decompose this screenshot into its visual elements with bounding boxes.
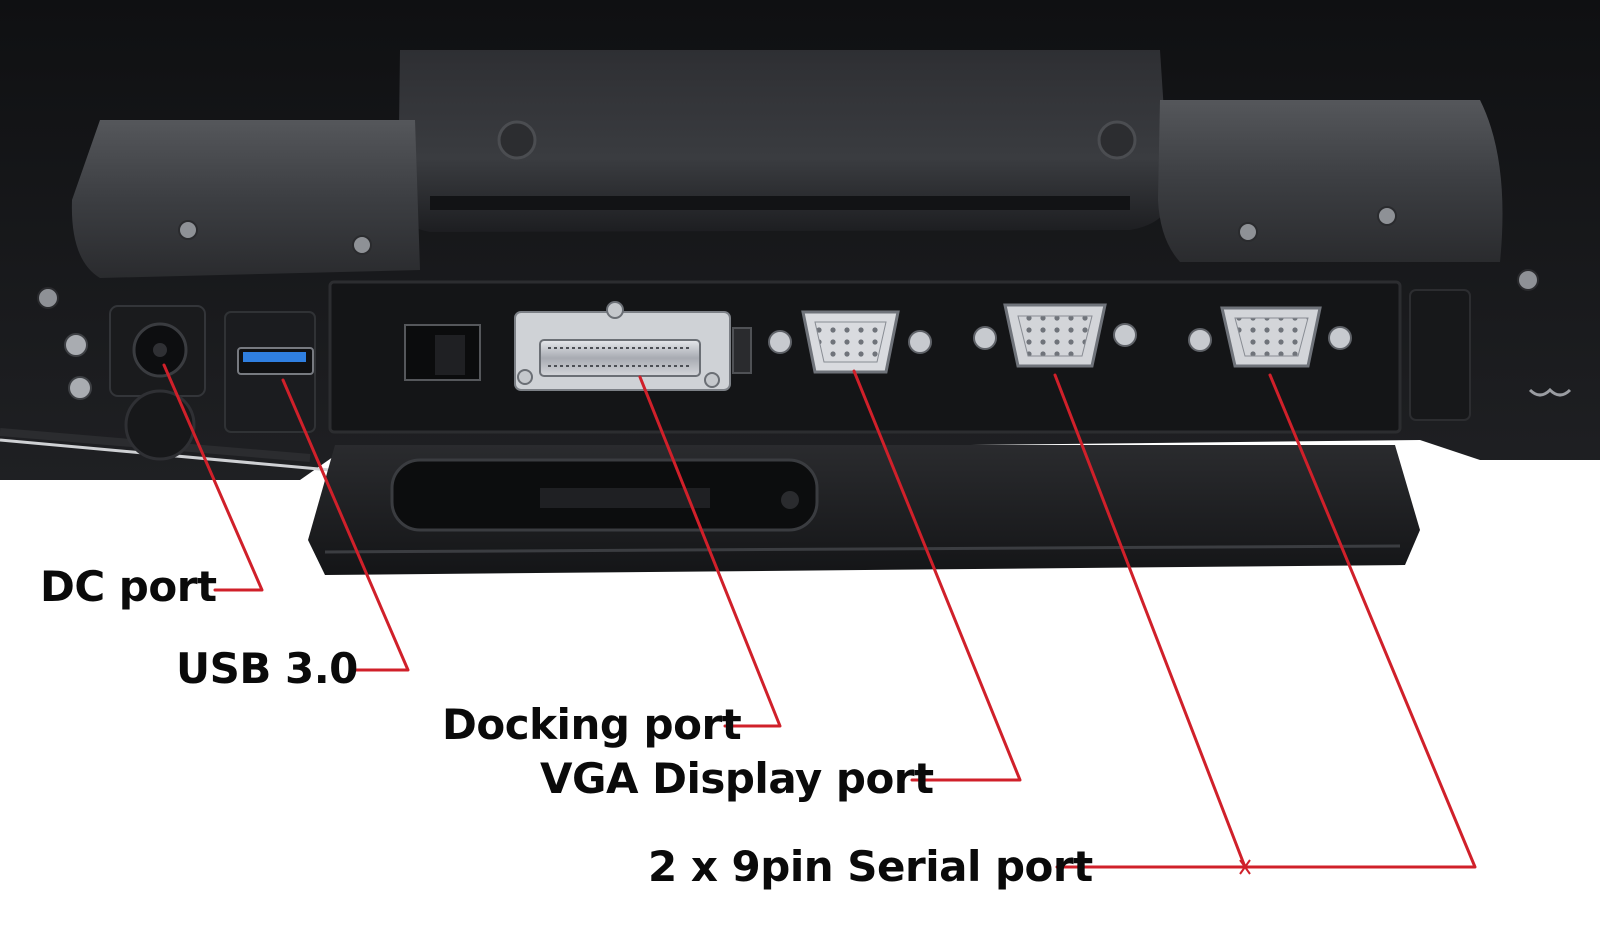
carry-handle [398, 50, 1170, 232]
hinge-screw-icon [37, 206, 1539, 309]
vga-connector-icon [768, 310, 932, 374]
serial-connector-icon [1188, 306, 1352, 368]
screw-icon [497, 120, 1137, 160]
docking-connector-icon [514, 301, 752, 391]
left-hinge [71, 120, 420, 278]
usb-port-label: USB 3.0 [176, 644, 358, 693]
vga-port-label: VGA Display port [540, 754, 934, 803]
right-hinge [1158, 100, 1503, 262]
docking-port-label: Docking port [442, 700, 742, 749]
dc-port-label: DC port [40, 562, 217, 611]
serial-port-label: 2 x 9pin Serial port [648, 842, 1093, 891]
serial-connector-icon [973, 303, 1137, 368]
